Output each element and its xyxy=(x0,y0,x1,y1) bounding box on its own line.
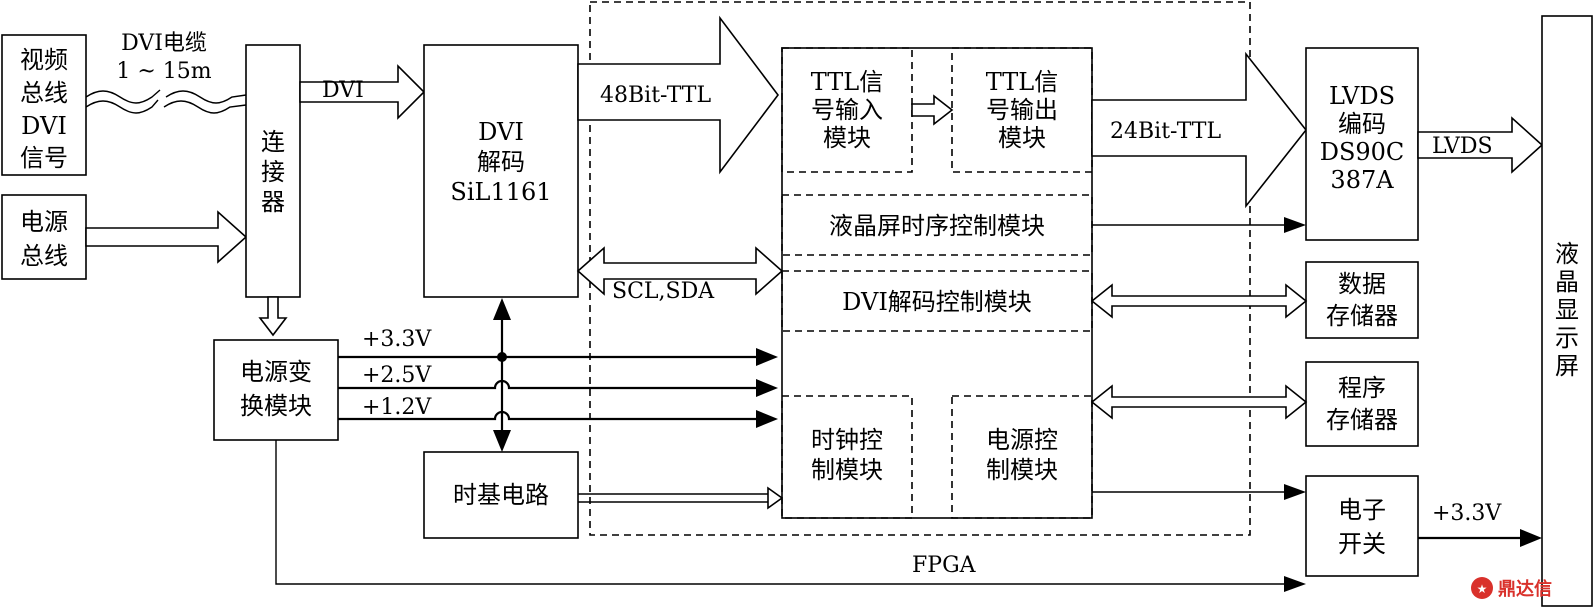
ttl-output-block: TTL信 号输出 模块 xyxy=(951,47,1093,173)
video-bus-line-3: DVI xyxy=(21,112,67,140)
clock-ctrl-line-2: 制模块 xyxy=(811,456,883,484)
lvds-label: LVDS xyxy=(1432,134,1493,159)
scl-sda-label: SCL,SDA xyxy=(612,279,715,304)
bit24-arrow: 24Bit-TTL xyxy=(1091,51,1308,209)
video-bus-line-2: 总线 xyxy=(20,79,68,107)
connector-line-2: 接 xyxy=(261,158,285,186)
dvi-decoder-line-1: DVI xyxy=(478,118,524,146)
time-base-label: 时基电路 xyxy=(453,481,549,509)
dvi-label: DVI xyxy=(322,78,364,103)
bit24-label: 24Bit-TTL xyxy=(1110,119,1221,144)
video-bus-line-4: 信号 xyxy=(20,144,68,172)
program-storage-block: 程序 存储器 xyxy=(1305,361,1419,447)
dvi-decoder-line-3: SiL1161 xyxy=(450,178,551,206)
power-bus-line-2: 总线 xyxy=(20,242,68,270)
program-storage-line-1: 程序 xyxy=(1338,374,1386,402)
data-storage-block: 数据 存储器 xyxy=(1305,261,1419,339)
lcd-display-line-2: 晶 xyxy=(1555,268,1579,296)
power-ctrl-block: 电源控 制模块 xyxy=(951,395,1093,519)
connector-line-1: 连 xyxy=(261,128,285,156)
lcd-display-line-1: 液 xyxy=(1555,240,1579,268)
fpga-inner-box xyxy=(781,47,1093,519)
ttl-output-line-3: 模块 xyxy=(998,124,1046,152)
scl-sda-arrow: SCL,SDA xyxy=(576,246,784,304)
lcd-display-line-5: 屏 xyxy=(1555,352,1579,380)
program-storage-line-2: 存储器 xyxy=(1326,406,1398,434)
voltage-rails: +3.3V +2.5V +1.2V xyxy=(338,327,778,428)
clock-ctrl-line-1: 时钟控 xyxy=(811,426,883,454)
power-bus-block: 电源 总线 xyxy=(1,194,87,280)
ttl-input-block: TTL信 号输入 模块 xyxy=(781,47,913,173)
dvi-decode-ctrl-label: DVI解码控制模块 xyxy=(842,288,1032,316)
lcd-timing-label: 液晶屏时序控制模块 xyxy=(829,212,1045,240)
power-bus-arrow xyxy=(85,210,248,264)
lcd-display-line-4: 示 xyxy=(1555,324,1579,352)
powerctrl-to-switch-arrow xyxy=(1092,484,1306,500)
decoder-timebase-link xyxy=(493,298,511,452)
power-converter-line-2: 换模块 xyxy=(240,392,312,420)
lvds-arrow: LVDS xyxy=(1417,116,1544,174)
video-bus-block: 视频 总线 DVI 信号 xyxy=(1,34,87,176)
v25-label: +2.5V xyxy=(362,363,432,388)
video-bus-line-1: 视频 xyxy=(20,46,68,74)
ttl-output-line-1: TTL信 xyxy=(986,68,1058,96)
power-converter-block: 电源变 换模块 xyxy=(213,339,339,441)
clock-ctrl-block: 时钟控 制模块 xyxy=(781,395,913,519)
switch-to-display-arrow: +3.3V xyxy=(1418,501,1542,547)
v12-label: +1.2V xyxy=(362,395,432,420)
dvi-cable-label: DVI电缆 xyxy=(121,31,207,56)
watermark-text: 鼎达信 xyxy=(1498,578,1552,600)
power-converter-line-1: 电源变 xyxy=(240,358,312,386)
data-storage-line-1: 数据 xyxy=(1338,270,1386,298)
connector-line-3: 器 xyxy=(261,188,285,216)
ttl-output-line-2: 号输出 xyxy=(986,96,1058,124)
power-ctrl-line-1: 电源控 xyxy=(986,426,1058,454)
bit48-label: 48Bit-TTL xyxy=(600,83,711,108)
power-ctrl-line-2: 制模块 xyxy=(986,456,1058,484)
watermark: ★ 鼎达信 xyxy=(1471,577,1552,600)
lcd-display-block: 液 晶 显 示 屏 xyxy=(1541,15,1593,607)
dvi-decode-ctrl-block: DVI解码控制模块 xyxy=(781,270,1093,332)
lvds-encoder-line-4: 387A xyxy=(1330,166,1394,194)
converter-to-switch-line xyxy=(275,440,1306,592)
lvds-encoder-line-3: DS90C xyxy=(1320,138,1405,166)
v33-label: +3.3V xyxy=(362,327,432,352)
svg-text:★: ★ xyxy=(1477,582,1488,596)
data-storage-link xyxy=(1090,283,1308,319)
fpga-boundary xyxy=(589,1,1251,536)
program-storage-link xyxy=(1090,384,1308,420)
time-base-arrow xyxy=(578,486,784,510)
v33-out-label: +3.3V xyxy=(1432,501,1502,526)
dvi-arrow: DVI xyxy=(299,64,426,120)
electronic-switch-line-2: 开关 xyxy=(1338,530,1386,558)
data-storage-line-2: 存储器 xyxy=(1326,302,1398,330)
dvi-cable xyxy=(85,89,247,114)
time-base-block: 时基电路 xyxy=(423,451,579,539)
lvds-encoder-line-2: 编码 xyxy=(1338,110,1386,138)
connector-block: 连 接 器 xyxy=(245,44,301,298)
fpga-label: FPGA xyxy=(912,553,977,578)
ttl-input-line-2: 号输入 xyxy=(811,96,883,124)
electronic-switch-line-1: 电子 xyxy=(1338,496,1386,524)
dvi-decoder-block: DVI 解码 SiL1161 xyxy=(423,44,579,298)
ttl-transfer-arrow xyxy=(911,94,954,126)
dvi-decoder-line-2: 解码 xyxy=(477,148,525,176)
electronic-switch-block: 电子 开关 xyxy=(1305,475,1419,577)
bit48-arrow: 48Bit-TTL xyxy=(577,15,780,175)
connector-down-arrow xyxy=(258,296,288,337)
ttl-input-line-1: TTL信 xyxy=(811,68,883,96)
cable-length-label: 1 ~ 15m xyxy=(116,59,211,84)
lvds-encoder-line-1: LVDS xyxy=(1329,82,1395,110)
power-bus-line-1: 电源 xyxy=(20,208,68,236)
ttl-input-line-3: 模块 xyxy=(823,124,871,152)
timing-to-lvds-arrow xyxy=(1092,217,1306,233)
lvds-encoder-block: LVDS 编码 DS90C 387A xyxy=(1305,47,1419,241)
lcd-display-line-3: 显 xyxy=(1555,296,1579,324)
